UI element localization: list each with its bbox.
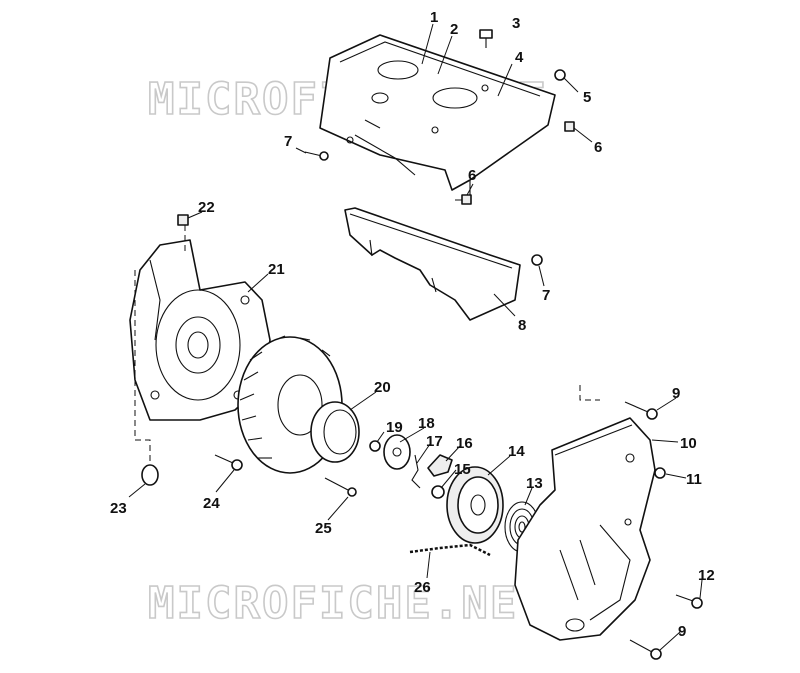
callout-8: 8 <box>518 317 526 334</box>
callout-3: 3 <box>512 15 520 32</box>
outer-fan-housing <box>514 417 656 641</box>
callout-labels: 1 2 3 4 5 6 6 7 7 8 9 9 10 11 12 13 14 1… <box>110 9 715 640</box>
washer-19 <box>369 440 381 452</box>
callout-19: 19 <box>386 419 403 436</box>
screw-25 <box>324 477 357 497</box>
pawl-spring <box>411 454 421 489</box>
leader-lines <box>128 23 703 651</box>
ring-15 <box>431 485 445 499</box>
watermark-bottom: MICROFICHE.NET <box>148 578 547 629</box>
callout-14: 14 <box>508 443 525 460</box>
grommet-6b <box>461 194 472 205</box>
callout-12: 12 <box>698 567 715 584</box>
pawl <box>427 454 453 477</box>
pawl-plate <box>383 434 411 470</box>
upper-shroud <box>319 34 556 201</box>
bolt-9a <box>624 401 658 420</box>
bolt-12 <box>675 594 703 609</box>
nut-11 <box>654 467 666 479</box>
callout-24: 24 <box>203 495 220 512</box>
callout-7a: 7 <box>284 133 292 150</box>
callout-21: 21 <box>268 261 285 278</box>
callout-13: 13 <box>526 475 543 492</box>
nut-5 <box>554 69 566 81</box>
starter-reel <box>446 466 504 544</box>
alignment-line-left <box>134 225 186 470</box>
grommet-6a <box>564 121 575 132</box>
callout-25: 25 <box>315 520 332 537</box>
bolt-24 <box>214 454 243 471</box>
dowel-22 <box>177 214 189 226</box>
bolt-7a <box>304 151 329 161</box>
callout-23: 23 <box>110 500 127 517</box>
bolt-7b <box>531 254 543 266</box>
callout-9a: 9 <box>672 385 680 402</box>
callout-17: 17 <box>426 433 443 450</box>
callout-6b: 6 <box>468 167 476 184</box>
callout-20: 20 <box>374 379 391 396</box>
callout-16: 16 <box>456 435 473 452</box>
starter-pulley <box>310 401 360 463</box>
callout-15: 15 <box>454 461 471 478</box>
callout-4: 4 <box>515 49 524 66</box>
callout-7b: 7 <box>542 287 550 304</box>
lower-shroud <box>344 207 521 321</box>
callout-1: 1 <box>430 9 438 26</box>
starter-rope <box>409 543 491 557</box>
callout-18: 18 <box>418 415 435 432</box>
callout-9b: 9 <box>678 623 686 640</box>
callout-10: 10 <box>680 435 697 452</box>
callout-11: 11 <box>686 471 702 488</box>
plug-23 <box>141 464 159 486</box>
callout-6a: 6 <box>594 139 602 156</box>
callout-5: 5 <box>583 89 591 106</box>
callout-26: 26 <box>414 579 431 596</box>
callout-22: 22 <box>198 199 215 216</box>
bolt-9b <box>629 639 662 660</box>
bolt-3 <box>479 29 493 48</box>
callout-2: 2 <box>450 21 458 38</box>
